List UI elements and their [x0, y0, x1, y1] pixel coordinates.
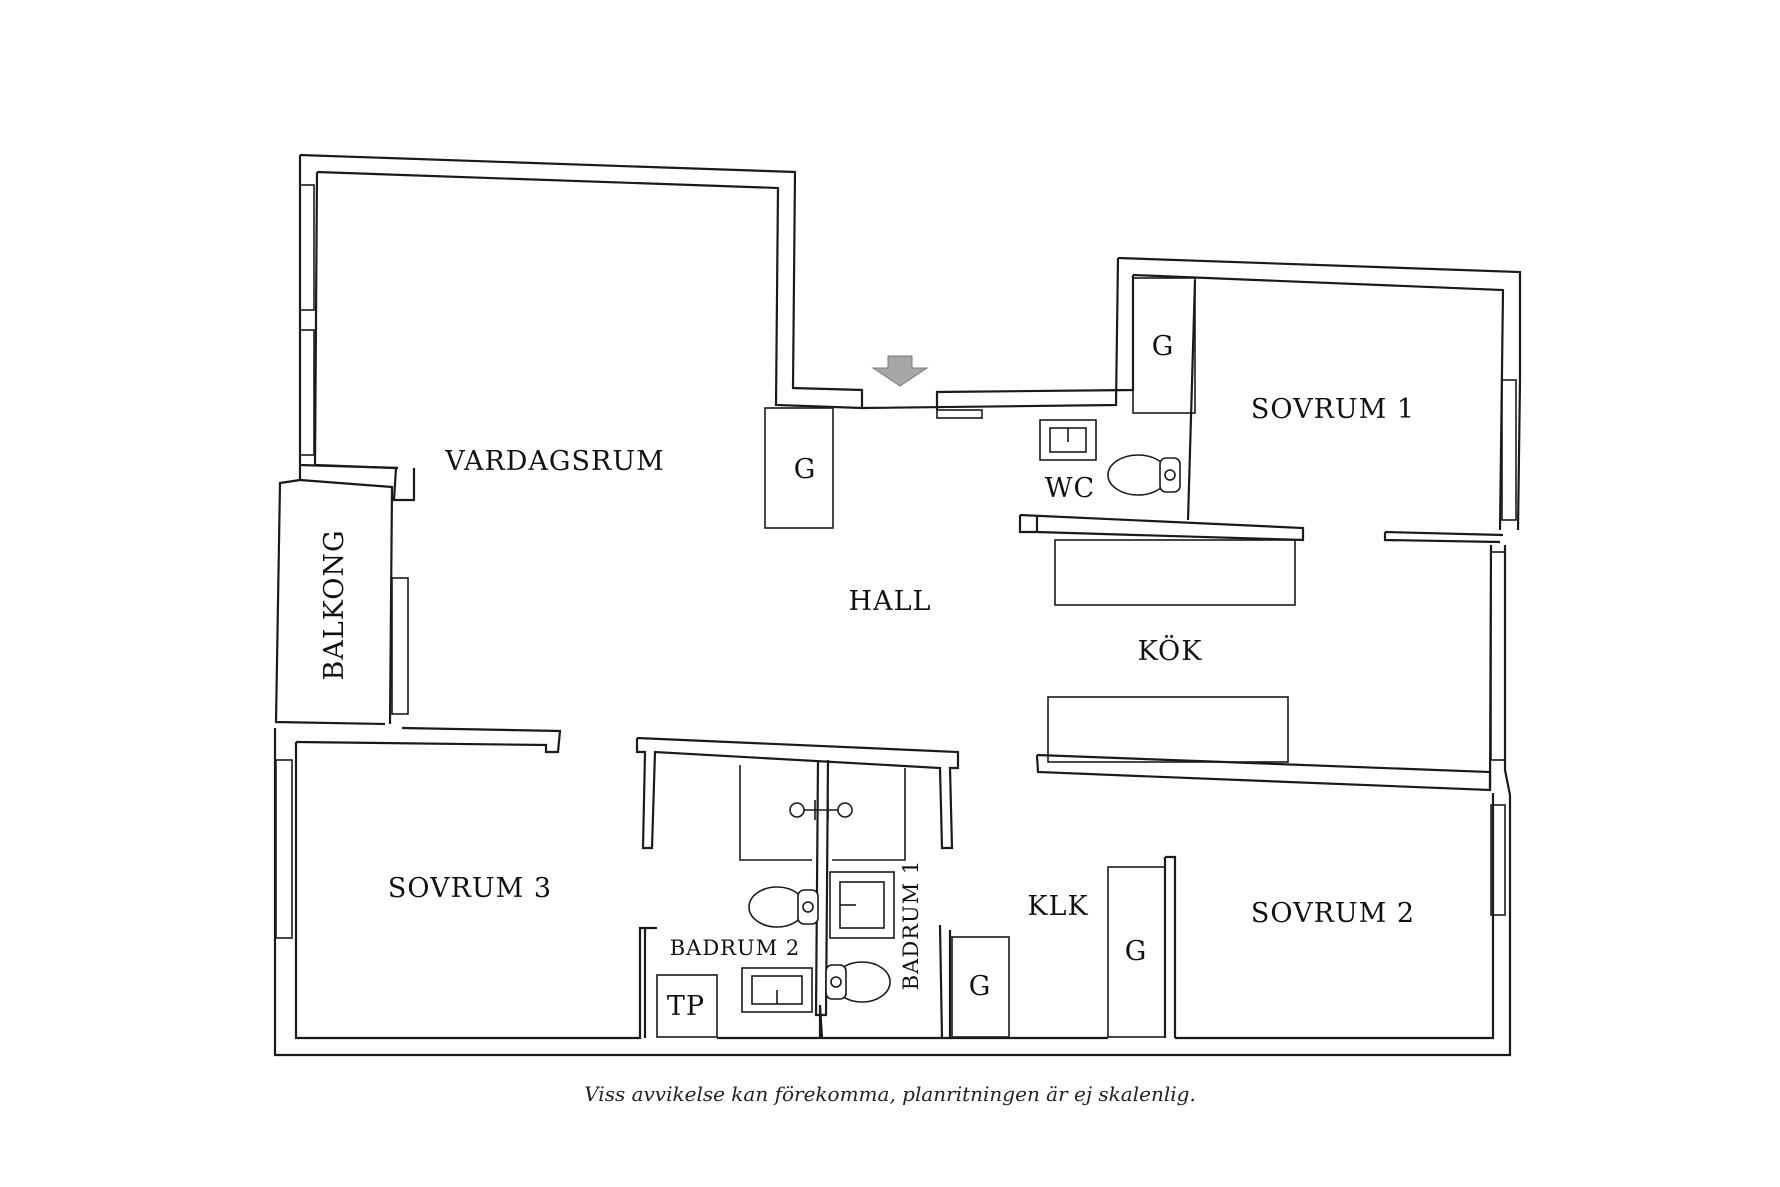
toilet-icon: [825, 961, 891, 1003]
wc-fixtures: [936, 409, 1181, 496]
closet-hall: [764, 407, 834, 529]
room-label-sovrum2: SOVRUM 2: [1251, 898, 1415, 929]
toilet-icon: [1107, 454, 1181, 496]
closets: [656, 277, 1196, 1038]
room-label-hall: HALL: [849, 586, 932, 617]
interior-walls: [635, 279, 1492, 1039]
room-label-kok: KÖK: [1138, 633, 1203, 667]
toilet-icon: [748, 886, 819, 928]
room-label-badrum2: BADRUM 2: [670, 936, 800, 960]
room-label-vardagsrum: VARDAGSRUM: [444, 446, 664, 477]
entrance-arrow-icon: [871, 355, 929, 387]
closet-label: G: [794, 454, 817, 485]
closet-label: G: [1125, 936, 1148, 967]
tp-box: [656, 974, 718, 1038]
closet-klk-right: [1107, 866, 1166, 1038]
room-label-tp: TP: [667, 991, 705, 1022]
room-label-wc: WC: [1045, 473, 1095, 504]
room-label-sovrum3: SOVRUM 3: [388, 873, 552, 904]
room-label-balkong: BALKONG: [319, 529, 350, 680]
closet-sovrum1: [1132, 277, 1196, 414]
closet-label: G: [969, 971, 992, 1002]
closet-klk-left: [951, 936, 1010, 1038]
counter-lower: [1047, 696, 1289, 763]
shower-icon: [739, 765, 906, 861]
bathroom-fixtures: [739, 765, 906, 1013]
outer-walls: [273, 153, 1522, 1057]
room-label-sovrum1: SOVRUM 1: [1251, 394, 1415, 425]
closet-label: G: [1152, 331, 1175, 362]
room-label-klk: KLK: [1027, 891, 1088, 922]
kitchen-counters: [1047, 539, 1296, 763]
disclaimer-text: Viss avvikelse kan förekomma, planritnin…: [584, 1082, 1196, 1106]
counter-upper: [1054, 539, 1296, 606]
room-label-badrum1: BADRUM 1: [899, 860, 923, 990]
